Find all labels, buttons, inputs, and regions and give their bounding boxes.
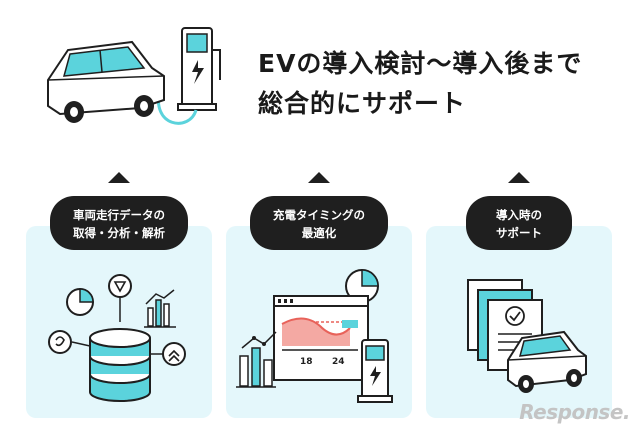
headline: EVの導入検討〜導入後まで 総合的にサポート	[258, 44, 582, 124]
axis-tick-24: 24	[332, 357, 345, 367]
support-illustration	[467, 279, 587, 393]
card-title-line2: サポート	[496, 226, 542, 240]
card-title-line1: 充電タイミングの	[273, 208, 365, 222]
car-icon	[507, 330, 587, 393]
card-title-line2: 取得・分析・解析	[73, 226, 165, 240]
charger-icon	[357, 339, 393, 403]
up-arrow-icon	[508, 172, 530, 183]
charging-chart-illustration: 18 24	[236, 269, 393, 403]
axis-tick-18: 18	[300, 357, 313, 367]
card-title-support: 導入時の サポート	[466, 196, 572, 250]
card-title-line2: 最適化	[301, 226, 337, 240]
chevron-up-badge-icon	[162, 342, 186, 366]
bar-chart-icon	[236, 331, 277, 388]
card-title-line1: 導入時の	[496, 208, 542, 222]
car-icon	[47, 40, 165, 123]
pie-chart-icon	[345, 269, 379, 303]
up-arrow-icon	[108, 172, 130, 183]
card-title-data: 車両走行データの 取得・分析・解析	[50, 196, 188, 250]
swirl-badge-icon	[48, 330, 72, 354]
chart-window: 18 24	[273, 295, 369, 381]
headline-line2: 総合的にサポート	[258, 89, 467, 118]
database-icon	[71, 297, 163, 402]
triangle-badge-icon	[108, 274, 132, 298]
card-title-charging: 充電タイミングの 最適化	[250, 196, 388, 250]
pie-chart-icon	[66, 288, 94, 316]
ev-charging-illustration	[47, 27, 221, 125]
headline-line1: EVの導入検討〜導入後まで	[258, 49, 583, 78]
up-arrow-icon	[308, 172, 330, 183]
card-title-line1: 車両走行データの	[73, 208, 165, 222]
response-watermark: Response.	[519, 400, 630, 424]
charger-icon	[177, 27, 221, 111]
bar-chart-icon	[144, 289, 176, 328]
database-illustration	[48, 274, 186, 402]
